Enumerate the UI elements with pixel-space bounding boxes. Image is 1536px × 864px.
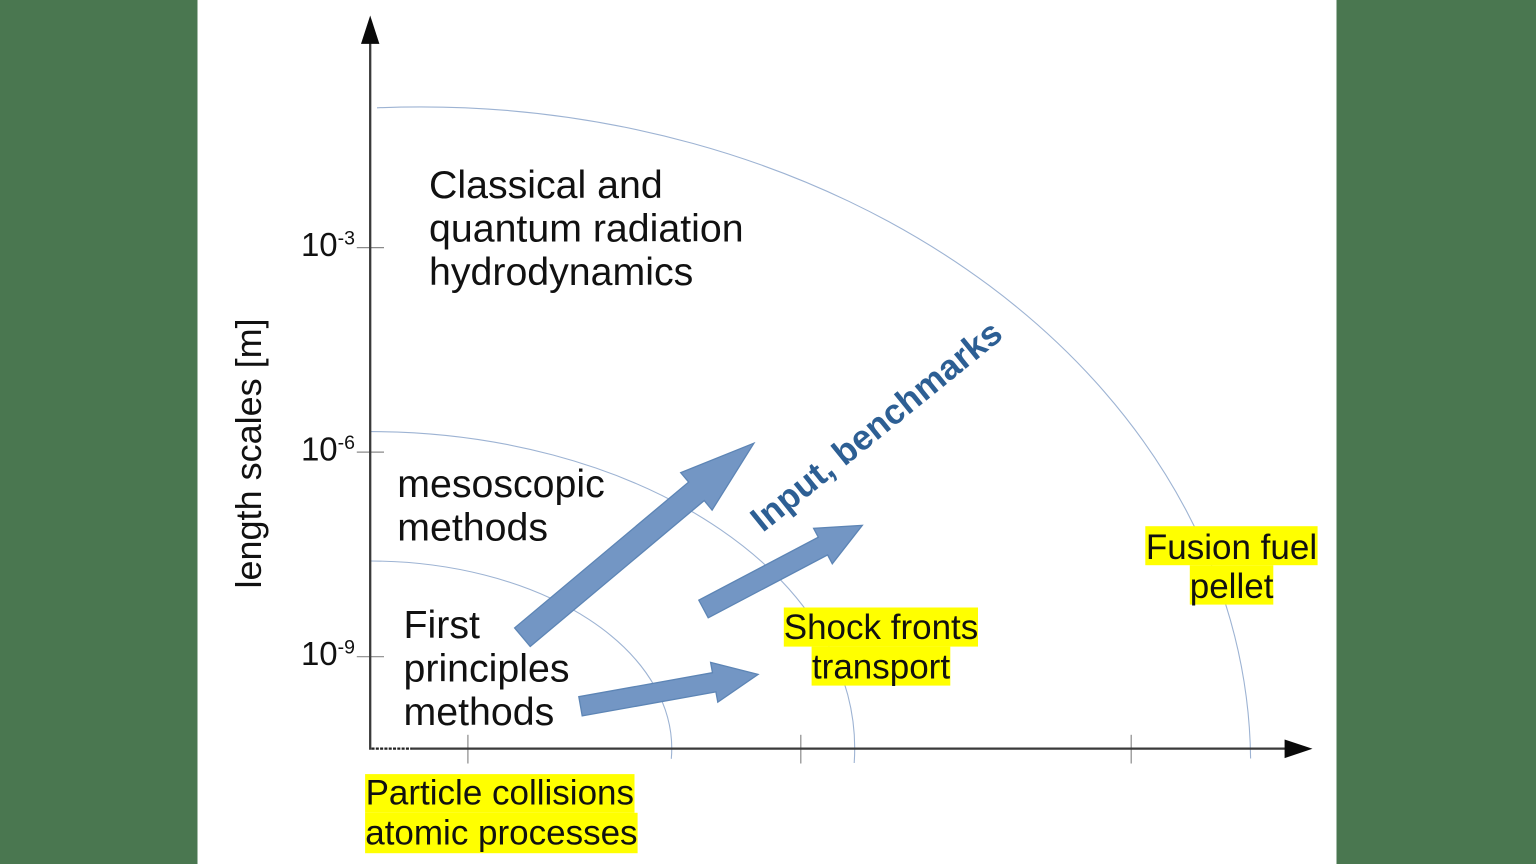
svg-text:First: First: [404, 603, 480, 647]
svg-text:Fusion fuel: Fusion fuel: [1146, 528, 1317, 567]
svg-text:pellet: pellet: [1190, 567, 1274, 606]
svg-text:Shock fronts: Shock fronts: [784, 608, 979, 647]
svg-text:length scales [m]: length scales [m]: [228, 318, 269, 588]
svg-text:hydrodynamics: hydrodynamics: [429, 250, 693, 294]
svg-text:10-9: 10-9: [301, 635, 355, 672]
svg-text:methods: methods: [404, 690, 555, 734]
svg-text:atomic processes: atomic processes: [365, 813, 637, 852]
svg-text:principles: principles: [404, 647, 570, 691]
svg-text:10-3: 10-3: [301, 226, 355, 263]
svg-text:methods: methods: [397, 506, 548, 550]
svg-text:10-6: 10-6: [301, 430, 355, 467]
svg-text:mesoscopic: mesoscopic: [397, 462, 604, 506]
svg-text:quantum radiation: quantum radiation: [429, 206, 744, 250]
svg-text:Classical and: Classical and: [429, 163, 663, 207]
svg-text:transport: transport: [812, 648, 950, 687]
svg-text:Particle collisions: Particle collisions: [366, 773, 634, 812]
